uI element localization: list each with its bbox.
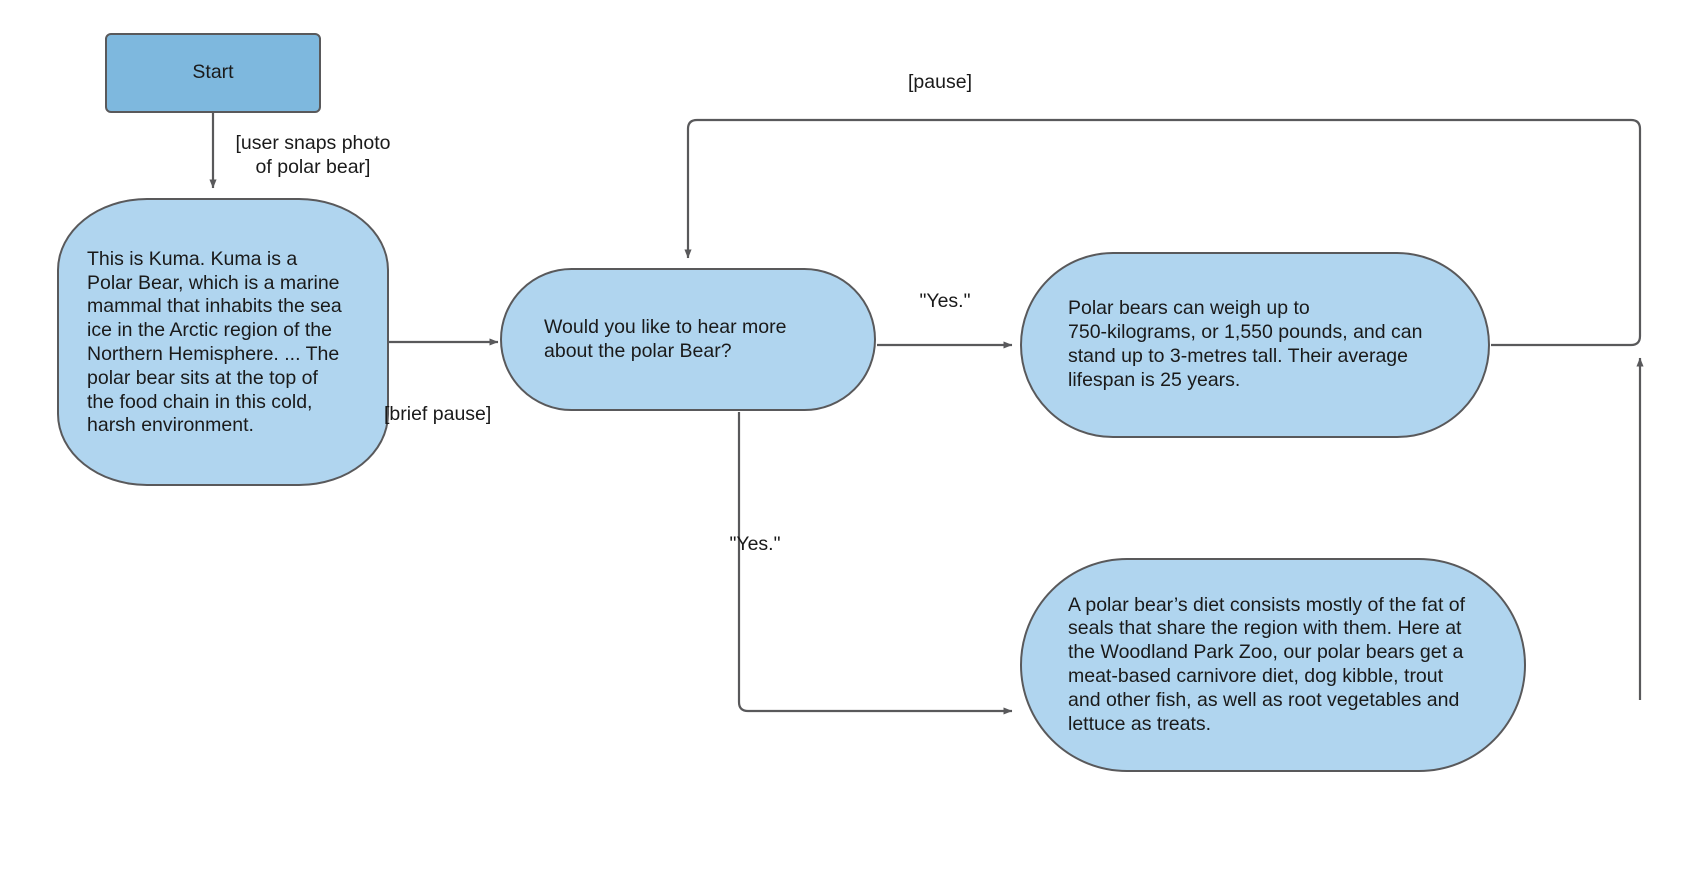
edge-label-start-to-intro: [user snaps photo of polar bear] (235, 132, 391, 178)
edge-label-question-to-facts: "Yes." (919, 290, 971, 312)
node-question[interactable]: Would you like to hear more about the po… (500, 268, 876, 411)
node-intro-label: This is Kuma. Kuma is a Polar Bear, whic… (87, 247, 342, 437)
node-diet-label: A polar bear’s diet consists mostly of t… (1068, 593, 1466, 735)
node-start-label: Start (192, 61, 234, 84)
node-facts-label: Polar bears can weigh up to 750-kilogram… (1068, 297, 1423, 391)
edge-label-question-to-diet: "Yes." (729, 533, 781, 555)
node-facts[interactable]: Polar bears can weigh up to 750-kilogram… (1020, 252, 1490, 438)
edge-question-to-diet (737, 412, 1013, 715)
edge-return-to-question (684, 118, 1644, 700)
edge-label-return-to-question: [pause] (908, 71, 972, 93)
edge-label-intro-to-question: [brief pause] (384, 403, 492, 425)
node-start[interactable]: Start (105, 33, 321, 113)
node-question-label: Would you like to hear more about the po… (544, 315, 787, 362)
node-intro[interactable]: This is Kuma. Kuma is a Polar Bear, whic… (57, 198, 389, 486)
node-diet[interactable]: A polar bear’s diet consists mostly of t… (1020, 558, 1526, 772)
